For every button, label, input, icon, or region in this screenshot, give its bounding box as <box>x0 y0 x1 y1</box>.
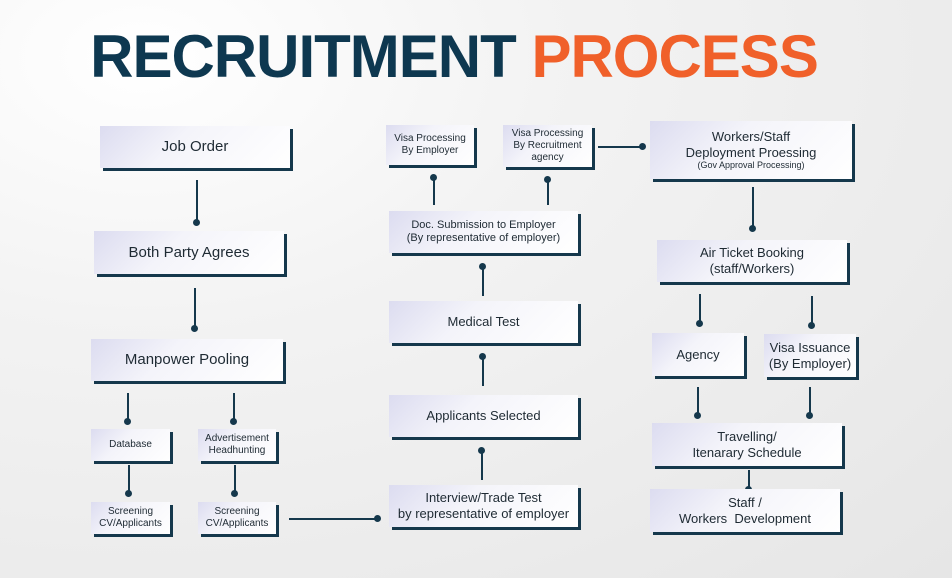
both-party-agrees-box: Both Party Agrees <box>94 231 284 274</box>
screening-label: Screening <box>107 506 154 517</box>
medical-test-box: Medical Test <box>389 301 578 343</box>
agency-label: Agency <box>676 346 720 362</box>
visa-processing-employer-box: Visa Processing By Employer <box>386 125 474 165</box>
staff-development-line2: Workers Development <box>679 510 811 526</box>
connector <box>748 470 750 488</box>
travelling-line2: Itenarary Schedule <box>692 444 802 460</box>
connector-dot <box>231 490 238 497</box>
advertisement-label: Advertisement <box>205 433 269 444</box>
database-box: Database <box>91 429 170 461</box>
connector-dot <box>808 322 815 329</box>
connector <box>482 356 484 386</box>
connector <box>809 387 811 415</box>
deployment-processing-box: Workers/Staff Deployment Proessing (Gov … <box>650 121 852 179</box>
interview-trade-test-box: Interview/Trade Test by representative o… <box>389 485 578 527</box>
visa-agency-line1: Visa Processing <box>511 128 584 139</box>
doc-submission-line2: (By representative of employer) <box>406 232 561 244</box>
travelling-schedule-box: Travelling/ Itenarary Schedule <box>652 423 842 466</box>
travelling-line1: Travelling/ <box>717 428 777 444</box>
connector <box>196 180 198 222</box>
title-part-accent: PROCESS <box>531 23 818 90</box>
page-title: RECRUITMENT PROCESS <box>0 22 930 91</box>
manpower-pooling-label: Manpower Pooling <box>124 351 250 368</box>
connector-dot <box>374 515 381 522</box>
air-ticket-line2: (staff/Workers) <box>709 261 795 276</box>
applicants-selected-box: Applicants Selected <box>389 395 578 437</box>
connector-dot <box>749 225 756 232</box>
screening-label: Screening <box>214 506 260 517</box>
connector-dot <box>230 418 237 425</box>
agency-box: Agency <box>652 333 744 376</box>
doc-submission-line1: Doc. Submission to Employer <box>411 218 556 231</box>
database-label: Database <box>109 439 152 450</box>
air-ticket-line1: Air Ticket Booking <box>699 245 805 261</box>
connector-dot <box>806 412 813 419</box>
connector <box>699 294 701 322</box>
connector-dot <box>193 219 200 226</box>
doc-submission-box: Doc. Submission to Employer (By represen… <box>389 211 578 253</box>
manpower-pooling-box: Manpower Pooling <box>91 339 283 381</box>
interview-line1: Interview/Trade Test <box>425 490 542 506</box>
cv-applicants-label: CV/Applicants <box>205 518 269 529</box>
staff-development-line1: Staff / <box>728 494 762 510</box>
screening-box-1: Screening CV/Applicants <box>91 502 170 534</box>
connector <box>547 179 549 205</box>
connector <box>194 288 196 328</box>
connector <box>598 146 642 148</box>
connector <box>127 393 129 421</box>
both-party-agrees-label: Both Party Agrees <box>128 243 250 261</box>
air-ticket-booking-box: Air Ticket Booking (staff/Workers) <box>657 240 847 282</box>
job-order-label: Job Order <box>161 138 229 155</box>
connector-dot <box>191 325 198 332</box>
connector <box>482 266 484 296</box>
deployment-line2: Deployment Proessing <box>685 144 817 160</box>
connector <box>811 296 813 324</box>
connector <box>233 393 235 421</box>
job-order-box: Job Order <box>100 126 290 168</box>
visa-issuance-line2: (By Employer) <box>768 355 852 371</box>
connector <box>234 465 236 493</box>
connector <box>481 450 483 480</box>
visa-employer-line1: Visa Processing <box>394 133 466 144</box>
connector <box>433 177 435 205</box>
staff-development-box: Staff / Workers Development <box>650 489 840 532</box>
connector <box>128 465 130 493</box>
connector-dot <box>696 320 703 327</box>
cv-applicants-label: CV/Applicants <box>99 518 162 529</box>
connector <box>289 518 377 520</box>
visa-agency-line3: agency <box>531 152 564 163</box>
visa-employer-line2: By Employer <box>401 145 459 156</box>
headhunting-label: Headhunting <box>208 445 266 456</box>
deployment-line1: Workers/Staff <box>711 129 791 144</box>
medical-test-label: Medical Test <box>447 314 520 330</box>
applicants-selected-label: Applicants Selected <box>426 408 541 424</box>
advertisement-box: Advertisement Headhunting <box>198 429 276 461</box>
visa-issuance-box: Visa Issuance (By Employer) <box>764 334 856 377</box>
screening-box-2: Screening CV/Applicants <box>198 502 276 534</box>
visa-agency-line2: By Recruitment <box>513 140 582 151</box>
visa-processing-agency-box: Visa Processing By Recruitment agency <box>503 125 592 167</box>
title-part-primary: RECRUITMENT <box>90 23 517 90</box>
deployment-line3: (Gov Approval Processing) <box>697 160 805 171</box>
interview-line2: by representative of employer <box>397 506 570 521</box>
connector-dot <box>694 412 701 419</box>
connector-dot <box>639 143 646 150</box>
connector <box>752 187 754 227</box>
connector <box>697 387 699 415</box>
visa-issuance-line1: Visa Issuance <box>769 339 851 355</box>
connector-dot <box>124 418 131 425</box>
connector-dot <box>125 490 132 497</box>
